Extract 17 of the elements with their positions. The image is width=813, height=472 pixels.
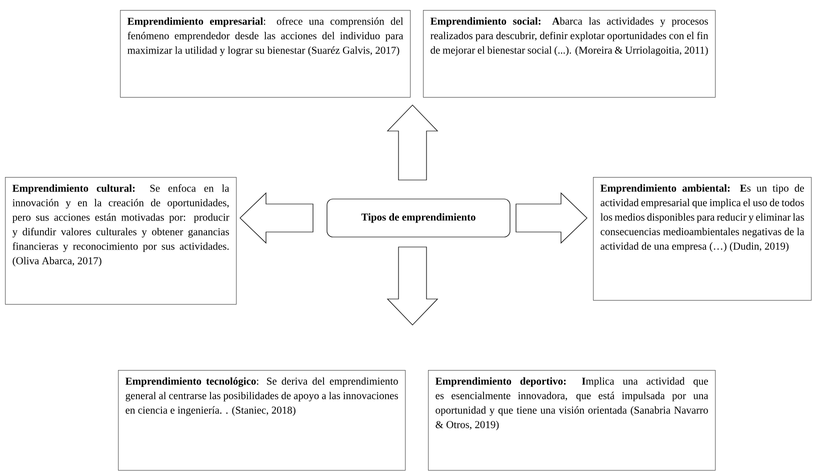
block-arrow <box>386 104 438 180</box>
block-arrow <box>240 192 314 244</box>
text-box <box>428 370 716 471</box>
center-box: Tipos de emprendimiento <box>326 198 510 238</box>
text-box <box>593 177 812 301</box>
description-text: Emprendimiento empresarial: ofrece una comprensión del fenómeno emprendedor desde las acciones del individuo para maximizar la utilidad y lograr su bienestar (Suaréz Galvis, 2017) <box>127 17 404 56</box>
text-box <box>120 10 411 98</box>
description-text: Emprendimiento tecnológico: Se deriva del emprendimiento general al centrarse las posibilidades de apoyo a las innovaciones en ciencia e ingeniería. . (Staniec, 2018) <box>125 377 398 416</box>
description-text: Emprendimiento cultural: Se enfoca en la innovación y en la creación de oportunidades, pero sus acciones están motivadas por: producir y difundir valores culturales y obtener ganancias financieras y reconocimiento por sus actividades. (Oliva Abarca, 2017) <box>12 184 230 266</box>
block-arrow <box>516 192 588 244</box>
description-text: Emprendimiento ambiental: Es un tipo de actividad empresarial que implica el uso de todos los medios disponibles para reducir y eliminar las consecuencias medioambientales negativas de la actividad de una empresa (…) (Dudin, 2019) <box>600 184 804 252</box>
block-arrow <box>386 246 438 326</box>
description-text: Emprendimiento deportivo: Implica una actividad que es esencialmente innovadora, que está impulsada por una oportunidad y que tiene una visión orientada (Sanabria Navarro & Otros, 2019) <box>435 377 708 430</box>
text-box <box>423 10 716 98</box>
text-box <box>118 370 406 471</box>
description-text: Emprendimiento social: Abarca las actividades y procesos realizados para descubrir, definir explotar oportunidades con el fin de mejorar el bienestar social (...). (Moreira & Urriolagoitia, 2011) <box>430 17 708 56</box>
text-box <box>5 177 237 305</box>
